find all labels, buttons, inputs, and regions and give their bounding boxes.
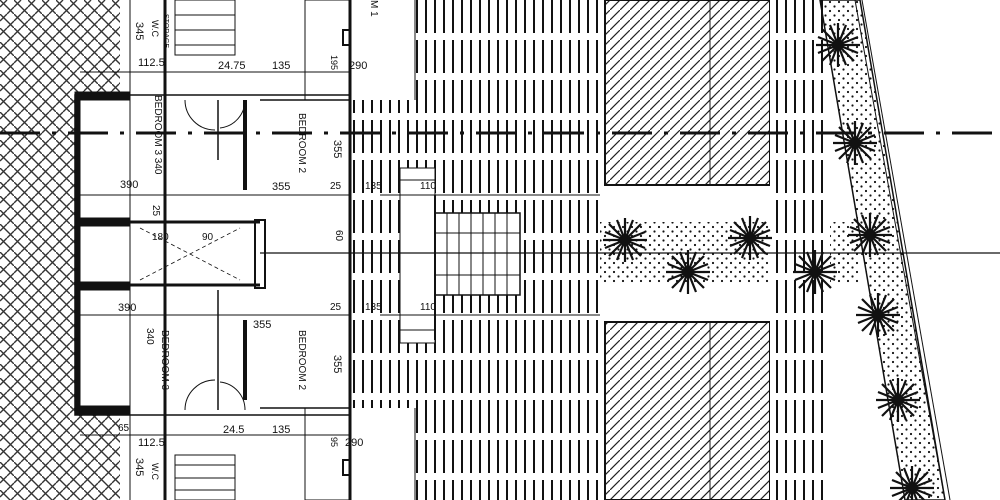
dim-345-bottom: 345: [133, 458, 145, 477]
dim-90: 90: [202, 232, 214, 243]
dim-60: 60: [333, 230, 344, 242]
dim-180: 180: [152, 232, 169, 243]
dim-390-bottom: 390: [118, 302, 137, 314]
dim-112-5-top: 112.5: [138, 57, 165, 69]
dim-355-bottom: 355: [253, 319, 272, 331]
room-label-bedroom3-top: BEDROOM 3 340: [152, 95, 163, 175]
dim-355-top: 355: [272, 181, 291, 193]
room-label-bedroom2-bottom: BEDROOM 2: [296, 330, 307, 391]
dim-355-vertical-top: 355: [331, 140, 343, 159]
dim-355-vertical-bottom: 355: [331, 355, 343, 374]
dim-345-top: 345: [133, 22, 145, 41]
pool-bottom: [604, 321, 771, 500]
dim-25-c: 25: [330, 302, 342, 313]
palm-tree-icons: [603, 23, 934, 500]
dim-95-bottom: 95: [329, 437, 339, 448]
dim-110-top: 110: [420, 181, 436, 192]
dim-112-5-bottom: 112.5: [138, 437, 165, 449]
paving-hatch: [0, 0, 75, 500]
room-label-storage-top: STORAGE: [162, 14, 169, 49]
pool-top: [604, 0, 771, 186]
stair-landing: [399, 167, 436, 344]
dim-135-bottom: 135: [272, 424, 291, 436]
dim-195-top: 195: [329, 55, 339, 71]
dim-290-bottom: 290: [345, 437, 364, 449]
dim-65: 65: [118, 423, 130, 434]
dim-bedroom3-bottom: 340: [144, 328, 155, 345]
room-label-bedroom3-bottom: BEDROOM 3: [159, 330, 170, 391]
room-label-wc-bottom: W.C: [150, 463, 160, 480]
room-label-top-right: M 1: [368, 0, 379, 17]
dim-135-top: 135: [272, 60, 291, 72]
dim-390-top: 390: [120, 179, 139, 191]
dim-135-deck-top: 135: [365, 181, 382, 192]
dim-24-5-bottom: 24.5: [223, 424, 245, 436]
stairs: [434, 212, 521, 296]
room-label-bedroom2-top: BEDROOM 2: [296, 113, 307, 174]
dim-290-top: 290: [349, 60, 368, 72]
dim-24-75-top: 24.75: [218, 60, 246, 72]
room-label-wc-top: W.C: [150, 20, 160, 37]
dim-110-bottom: 110: [420, 302, 436, 313]
dim-25-b: 25: [150, 205, 161, 217]
planting-border: [819, 0, 946, 500]
dim-135-deck-bottom: 135: [365, 302, 382, 313]
dim-25-a: 25: [330, 181, 342, 192]
